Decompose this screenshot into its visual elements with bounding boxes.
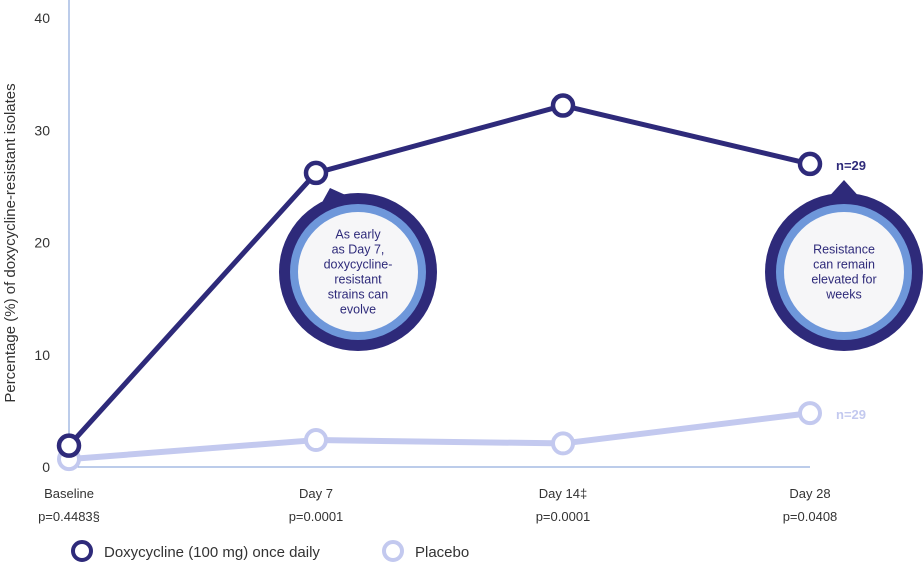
n-label: n=29 xyxy=(836,407,866,422)
y-tick-label: 0 xyxy=(42,459,50,475)
y-tick-label: 40 xyxy=(34,10,50,26)
x-tick-label: Day 7 xyxy=(299,486,333,501)
data-point xyxy=(303,160,329,186)
series-line-placebo xyxy=(68,410,811,463)
p-value-label: p=0.0001 xyxy=(536,509,591,524)
data-point xyxy=(798,401,822,426)
legend-item: Placebo xyxy=(382,540,469,562)
data-point xyxy=(551,431,575,456)
legend-marker xyxy=(382,540,404,562)
x-tick-label: Baseline xyxy=(44,486,94,501)
legend-label: Placebo xyxy=(415,544,469,561)
x-tick-label: Day 28 xyxy=(789,486,830,501)
series-line-doxycycline xyxy=(67,103,811,448)
y-tick-label: 20 xyxy=(34,235,50,251)
y-tick-label: 30 xyxy=(34,122,50,138)
data-point xyxy=(797,151,823,177)
data-point xyxy=(550,93,576,118)
y-tick-label: 10 xyxy=(34,347,50,363)
legend-label: Doxycycline (100 mg) once daily xyxy=(104,544,320,561)
x-tick-label: Day 14‡ xyxy=(539,486,587,501)
legend-item: Doxycycline (100 mg) once daily xyxy=(71,540,320,562)
data-point xyxy=(304,428,328,453)
p-value-label: p=0.0408 xyxy=(783,509,838,524)
p-value-label: p=0.4483§ xyxy=(38,509,100,524)
data-point xyxy=(56,433,82,458)
legend-marker xyxy=(71,540,93,562)
p-value-label: p=0.0001 xyxy=(289,509,344,524)
y-axis-label: Percentage (%) of doxycycline-resistant … xyxy=(2,83,19,402)
n-label: n=29 xyxy=(836,158,866,173)
